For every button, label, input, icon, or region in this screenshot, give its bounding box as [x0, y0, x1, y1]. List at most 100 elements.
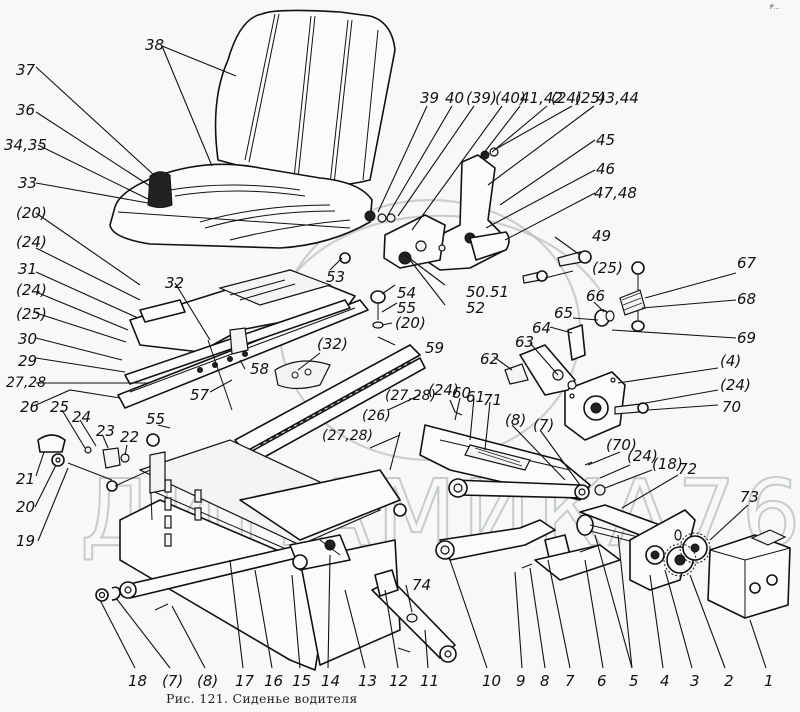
- callout: 55: [146, 410, 165, 428]
- scissor-arms: [119, 469, 407, 599]
- callout: 57: [190, 386, 210, 404]
- callout: 2: [724, 672, 734, 690]
- callout: 65: [554, 304, 573, 322]
- nut-53: [339, 252, 351, 264]
- callout: 36: [16, 101, 35, 119]
- callout: 16: [264, 672, 283, 690]
- callout: 54: [397, 284, 416, 302]
- callout: (24): [16, 233, 47, 251]
- vent-slots: [164, 479, 202, 547]
- callout: (25): [16, 305, 47, 323]
- callout: 66: [586, 287, 605, 305]
- callout: (27,28): [385, 388, 436, 404]
- callout: 9: [516, 672, 526, 690]
- callout: 67: [737, 254, 757, 272]
- callout: 37: [16, 61, 36, 79]
- callout: 31: [18, 260, 37, 278]
- callout: 60: [452, 384, 471, 402]
- adjust-lever: [37, 434, 153, 521]
- callout: (24): [16, 281, 47, 299]
- seat-backrest: [214, 9, 396, 187]
- callout: 10: [482, 672, 501, 690]
- callout: 39: [420, 89, 439, 107]
- shock-absorber: [371, 569, 457, 663]
- callout: 6: [597, 672, 607, 690]
- seat-pan-frame: [129, 269, 356, 353]
- callout: (24): [551, 89, 582, 107]
- lower-arm: [435, 519, 556, 561]
- callout: 68: [737, 290, 756, 308]
- callout: (24): [428, 381, 459, 399]
- callout: 72: [678, 460, 697, 478]
- pivot-fasteners: [95, 586, 169, 611]
- callout: 55: [397, 299, 416, 317]
- callout: 74: [412, 576, 431, 594]
- callout: (40): [495, 89, 526, 107]
- callout: 17: [235, 672, 255, 690]
- gear-cover: [707, 529, 791, 619]
- callout-labels: 39 40 (39) (40) 41,42 (24) (25) 43,44 38…: [4, 36, 774, 690]
- callout: 23: [96, 422, 115, 440]
- backrest-hinge-assembly: [364, 147, 510, 271]
- callout: 34,35: [4, 136, 47, 154]
- callout: (7): [533, 416, 554, 434]
- callout: 8: [540, 672, 550, 690]
- control-handle: [594, 261, 646, 332]
- callout: (32): [317, 335, 348, 353]
- callout: (7): [162, 672, 183, 690]
- gear-pair: [663, 532, 711, 577]
- adjust-knob: [370, 290, 386, 329]
- callout: (20): [16, 204, 47, 222]
- callout: (8): [505, 411, 526, 429]
- callout: 19: [16, 532, 35, 550]
- callout: 4: [660, 672, 670, 690]
- lock-bracket: [229, 327, 249, 355]
- callout: 62: [480, 350, 499, 368]
- callout: 20: [16, 498, 35, 516]
- callout: 21: [16, 470, 35, 488]
- callout: 52: [466, 299, 485, 317]
- callout: 18: [128, 672, 147, 690]
- callout: 45: [596, 131, 615, 149]
- callout: (25): [592, 259, 623, 277]
- callout: 7: [565, 672, 575, 690]
- callout: (4): [720, 352, 741, 370]
- callout: 53: [326, 268, 345, 286]
- callout: 47,48: [594, 184, 637, 202]
- mechanism-housing: [564, 371, 626, 441]
- callout: (25): [575, 89, 606, 107]
- callout: (24): [720, 376, 751, 394]
- callout: 41,42: [520, 89, 563, 107]
- right-slide-rail: [234, 344, 426, 466]
- callout: 58: [250, 360, 269, 378]
- armrest-pad: [147, 171, 173, 208]
- callout: 50.51: [466, 283, 509, 301]
- callout: 26: [20, 398, 39, 416]
- callout: 69: [737, 329, 756, 347]
- callout: 38: [145, 36, 164, 54]
- callout: (39): [466, 89, 497, 107]
- callout: 12: [389, 672, 408, 690]
- linkage-arm-upper: [419, 424, 591, 501]
- callout: (8): [197, 672, 218, 690]
- callout: 70: [722, 398, 741, 416]
- seat-cushion: [109, 163, 373, 249]
- callout: 63: [515, 333, 534, 351]
- callout: 46: [596, 160, 615, 178]
- callout: 5: [629, 672, 639, 690]
- callout: 22: [120, 428, 139, 446]
- callout: 27,28: [6, 375, 46, 391]
- callout: 11: [420, 672, 439, 690]
- knob-55: [146, 433, 160, 447]
- connecting-link: [448, 478, 606, 500]
- callout: 33: [18, 174, 37, 192]
- callout: 64: [532, 319, 551, 337]
- callout: 3: [690, 672, 700, 690]
- leader-lines: [34, 45, 767, 669]
- callout: 13: [358, 672, 377, 690]
- callout: 15: [292, 672, 311, 690]
- callout: 73: [740, 488, 759, 506]
- bolts: [454, 250, 649, 569]
- callout: 30: [18, 330, 37, 348]
